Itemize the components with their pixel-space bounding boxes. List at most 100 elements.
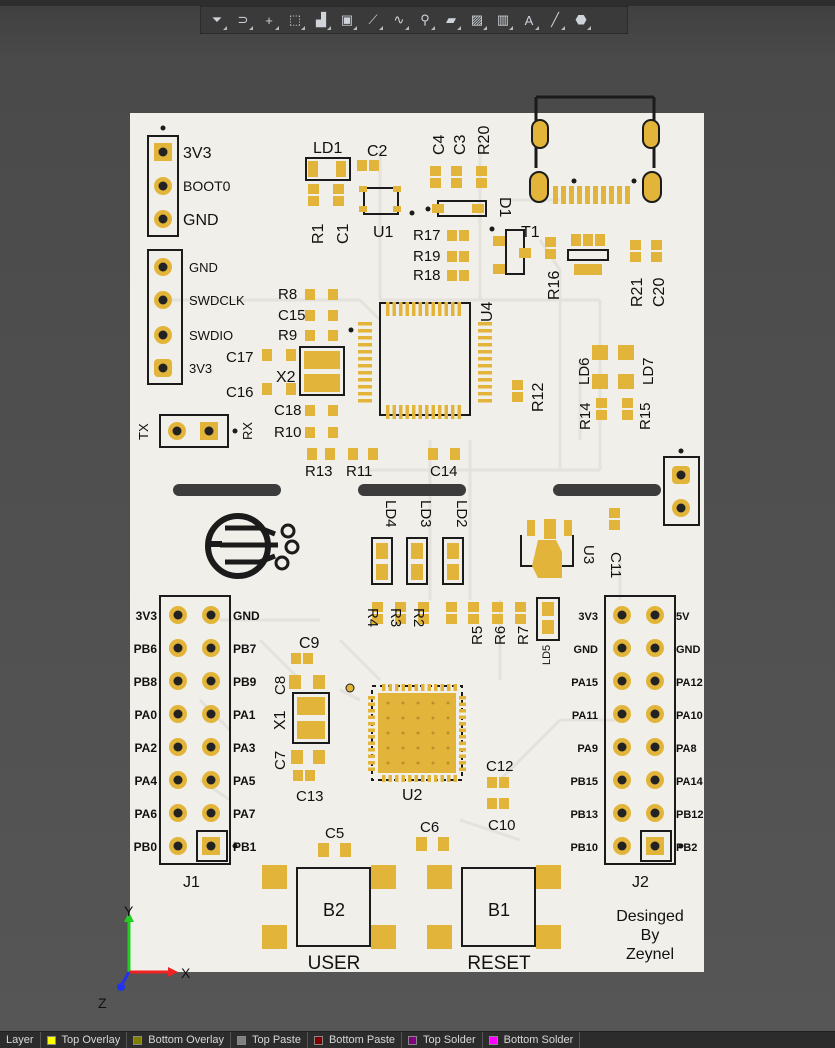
pad	[305, 427, 315, 438]
designator-r20: R20	[476, 126, 493, 155]
passive-pad	[418, 614, 429, 624]
qfn-pin-pad	[408, 775, 412, 782]
qfp-pin-pad	[392, 405, 396, 419]
passive-pad	[545, 237, 556, 247]
region-icon[interactable]: ▨	[465, 8, 489, 32]
credit-text: Zeynel	[626, 946, 674, 963]
button-label-b1: RESET	[467, 953, 531, 974]
ld5-outline	[536, 597, 560, 641]
designator-c3: C3	[452, 134, 469, 155]
passive-pad	[492, 614, 503, 624]
drill-hole	[206, 643, 216, 653]
qfp-pin-pad	[457, 405, 461, 419]
qfp-pin-pad	[358, 350, 372, 354]
j1-pin-label: PB9	[233, 675, 257, 689]
j2-pin-label: PA10	[676, 710, 703, 722]
u4-outline	[379, 302, 471, 416]
select-rect-icon[interactable]: ⬚	[283, 8, 307, 32]
qfp-pin-pad	[399, 302, 403, 316]
drill-hole	[173, 841, 183, 851]
usb-pin-pad	[553, 186, 558, 204]
qfp-pin-pad	[418, 405, 422, 419]
chart-icon[interactable]: ▥	[491, 8, 515, 32]
via-icon[interactable]: ⚲	[413, 8, 437, 32]
thermal-via	[431, 746, 435, 750]
passive-pad	[333, 196, 344, 206]
designator-r6: R6	[492, 626, 509, 645]
usb-pin-pad	[601, 186, 606, 204]
j2-pin-label: 5V	[676, 611, 690, 623]
boot-header-outline	[147, 135, 179, 237]
pin1-marker-dot	[571, 178, 577, 184]
pin1-marker-dot	[425, 206, 431, 212]
layer-tab[interactable]: Top Solder	[402, 1032, 483, 1048]
copper-trace	[258, 638, 302, 682]
passive-pad	[630, 240, 641, 250]
drill-hole	[676, 503, 686, 513]
polygon-pour-icon[interactable]: ▰	[439, 8, 463, 32]
designator-r: R17	[413, 227, 441, 244]
qfn-pin-pad	[459, 761, 466, 765]
u3-tab-pad	[532, 540, 562, 578]
passive-pad	[451, 166, 462, 176]
drill-hole	[650, 610, 660, 620]
pad	[493, 264, 505, 274]
designator-r5: R5	[469, 626, 486, 645]
layer-tab[interactable]: Bottom Paste	[308, 1032, 403, 1048]
passive-pad	[305, 770, 315, 781]
drill-hole	[676, 470, 686, 480]
passive-pad	[357, 160, 367, 171]
usb-pin-pad	[569, 186, 574, 204]
pin1-marker-dot	[678, 448, 684, 454]
led-pad	[411, 543, 423, 559]
layer-tab[interactable]: Bottom Solder	[483, 1032, 581, 1048]
passive-pad	[651, 252, 662, 262]
pad	[595, 234, 605, 246]
designator-c12: C12	[486, 758, 514, 775]
align-icon[interactable]: ▟	[309, 8, 333, 32]
pad	[313, 675, 325, 689]
crosshair-icon[interactable]: +	[257, 8, 281, 32]
layer-color-swatch	[133, 1035, 143, 1045]
shape-icon[interactable]: ⬣	[569, 8, 593, 32]
interactive-route-icon[interactable]: ∿	[387, 8, 411, 32]
line-icon[interactable]: ╱	[543, 8, 567, 32]
qfn-pin-pad	[459, 709, 466, 713]
layer-tab[interactable]: Top Overlay	[41, 1032, 128, 1048]
j2-pin-label: PA15	[571, 677, 598, 689]
pad	[472, 204, 484, 213]
route-icon[interactable]: ⟋	[361, 8, 385, 32]
designator-c6: C6	[420, 819, 439, 836]
layer-tab[interactable]: Top Paste	[231, 1032, 308, 1048]
qfn-pin-pad	[459, 754, 466, 758]
layer-tab[interactable]: Bottom Overlay	[127, 1032, 232, 1048]
pad	[368, 448, 378, 460]
designator-r15: R15	[637, 402, 654, 430]
filter-icon[interactable]: ⏷	[205, 8, 229, 32]
swd-header-label: SWDCLK	[189, 293, 245, 308]
qfn-pin-pad	[368, 741, 375, 745]
layer-tab[interactable]: Layer	[0, 1032, 41, 1048]
usb-pin-pad	[625, 186, 630, 204]
pad	[328, 330, 338, 341]
x-axis-arrow	[168, 967, 178, 977]
designator-c8: C8	[272, 676, 289, 695]
passive-pad	[515, 602, 526, 612]
text-icon[interactable]: A	[517, 8, 541, 32]
passive-pad	[512, 380, 523, 390]
magnet-icon[interactable]: ⊃	[231, 8, 255, 32]
led-pad	[376, 564, 388, 580]
qfp-pin-pad	[438, 405, 442, 419]
designator-c5: C5	[325, 825, 344, 842]
designator-c13: C13	[296, 788, 324, 805]
led-pad	[308, 161, 318, 177]
qfp-pin-pad	[451, 302, 455, 316]
drill-hole	[206, 841, 216, 851]
component-icon[interactable]: ▣	[335, 8, 359, 32]
qfp-pin-pad	[478, 350, 492, 354]
j1-pin-label: PA5	[233, 774, 256, 788]
j2-pin-label: PB2	[676, 842, 697, 854]
milling-slot	[553, 484, 661, 496]
